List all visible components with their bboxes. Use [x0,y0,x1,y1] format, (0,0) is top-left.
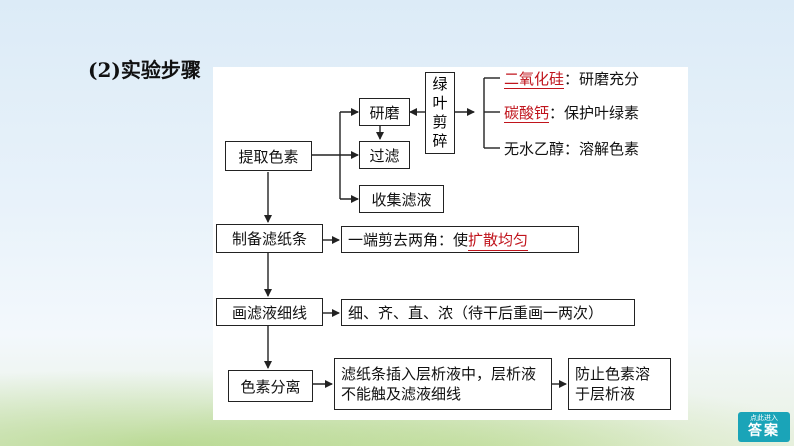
reagent-calcium-carbonate: 碳酸钙：保护叶绿素 [504,104,640,123]
step-filter-paper: 制备滤纸条 [216,224,323,253]
substep-filter: 过滤 [359,141,410,169]
substep-collect: 收集滤液 [359,185,444,213]
leaf-cut-box: 绿 叶 剪 碎 [425,72,455,154]
step-draw-line: 画滤液细线 [216,298,323,326]
note-separate-result: 防止色素溶于层析液 [568,358,671,410]
reagent-silica: 二氧化硅：研磨充分 [504,70,640,89]
substep-grind: 研磨 [359,98,410,126]
reagent-ethanol: 无水乙醇：溶解色素 [504,140,640,158]
note-separate: 滤纸条插入层析液中，层析液不能触及滤液细线 [334,358,552,410]
section-heading: (2)实验步骤 [88,58,201,82]
step-separate: 色素分离 [228,370,313,402]
step-extract: 提取色素 [225,141,312,171]
note-filter-paper: 一端剪去两角：使扩散均匀 [341,226,579,253]
note-draw-line: 细、齐、直、浓（待干后重画一两次） [341,299,635,326]
answer-button[interactable]: 点此进入 答案 [738,412,790,442]
